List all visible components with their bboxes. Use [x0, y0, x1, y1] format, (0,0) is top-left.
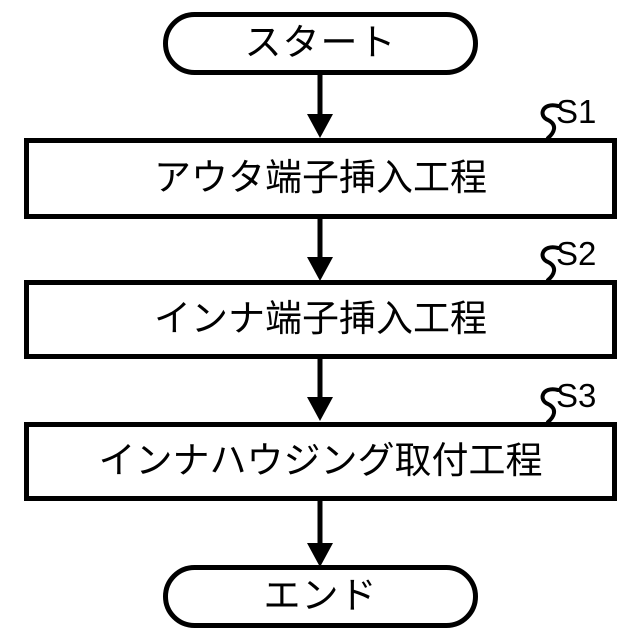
connector-s2-to-s3 [307, 357, 333, 421]
step-label-s3: S3 [556, 377, 597, 414]
node-process-s1-label: アウタ端子挿入工程 [154, 157, 487, 198]
connector-start-to-s1 [307, 74, 333, 138]
node-process-s3-label: インナハウジング取付工程 [98, 440, 543, 481]
node-process-s2[interactable]: インナ端子挿入工程 [24, 280, 617, 359]
step-label-s1: S1 [556, 93, 597, 130]
node-end-label: エンド [263, 575, 378, 616]
step-label-s2: S2 [556, 235, 597, 272]
node-end[interactable]: エンド [163, 565, 478, 628]
node-start-label: スタート [244, 22, 397, 63]
node-start[interactable]: スタート [163, 12, 478, 75]
node-process-s3[interactable]: インナハウジング取付工程 [24, 422, 617, 501]
connector-s3-to-end [307, 499, 333, 567]
connector-s1-to-s2 [307, 217, 333, 281]
node-process-s1[interactable]: アウタ端子挿入工程 [24, 138, 617, 219]
node-process-s2-label: インナ端子挿入工程 [154, 298, 487, 339]
